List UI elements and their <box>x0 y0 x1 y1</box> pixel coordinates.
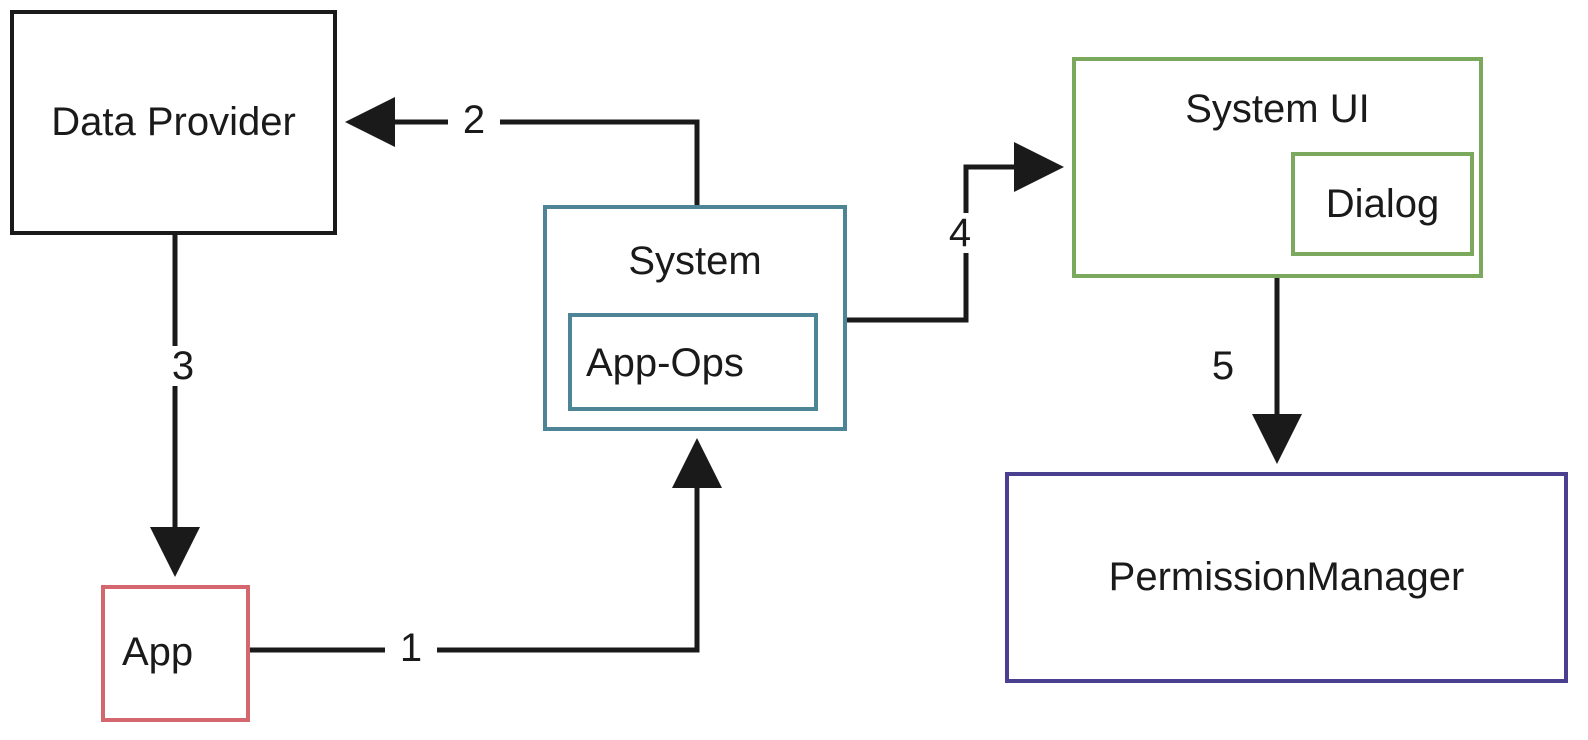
node-label-system-ui: System UI <box>1185 87 1370 131</box>
node-dialog[interactable] <box>1291 152 1474 256</box>
node-label-dialog: Dialog <box>1325 182 1440 226</box>
node-label-app-ops: App-Ops <box>586 341 744 385</box>
edge-label-4: 4 <box>934 213 986 253</box>
node-label-app: App <box>122 630 194 674</box>
node-data-provider[interactable] <box>10 10 337 235</box>
node-label-data-provider: Data Provider <box>51 100 296 144</box>
node-permission-manager[interactable] <box>1005 472 1568 683</box>
edge-label-2: 2 <box>448 100 500 140</box>
node-app-ops[interactable] <box>568 313 818 411</box>
edge-label-5: 5 <box>1197 346 1249 386</box>
connector-edge-1 <box>250 438 722 653</box>
node-app[interactable] <box>101 585 250 722</box>
node-label-permission-manager: PermissionManager <box>1108 555 1465 599</box>
connector-edge-2 <box>345 97 700 205</box>
node-label-system: System <box>628 239 762 283</box>
edge-label-3: 3 <box>157 346 209 386</box>
edge-label-1: 1 <box>385 628 437 668</box>
